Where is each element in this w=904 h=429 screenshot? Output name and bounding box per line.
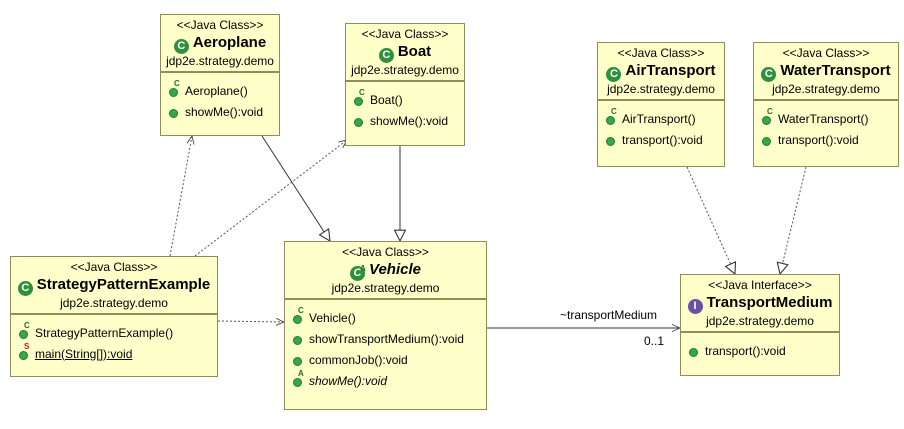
- package-name: jdp2e.strategy.demo: [706, 314, 814, 328]
- public-method-icon: [293, 354, 305, 366]
- operation-transport[interactable]: transport():void: [606, 129, 724, 150]
- package-name: jdp2e.strategy.demo: [351, 63, 459, 77]
- operation-transport[interactable]: transport():void: [762, 129, 898, 150]
- public-method-icon: [293, 333, 305, 345]
- package-name: jdp2e.strategy.demo: [772, 82, 880, 96]
- stereotype: <<Java Class>>: [70, 260, 158, 274]
- static-method-icon: S: [19, 342, 31, 360]
- class-icon: C: [761, 67, 777, 82]
- stereotype: <<Java Class>>: [782, 46, 870, 60]
- class-icon: C: [606, 67, 622, 82]
- operations-list: transport():void: [681, 336, 839, 363]
- constructor-icon: C: [293, 306, 305, 324]
- stereotype: <<Java Interface>>: [708, 278, 812, 292]
- constructor-icon: C: [19, 321, 31, 339]
- constructor-icon: C: [354, 88, 366, 106]
- realization-airtransport: [686, 166, 735, 274]
- abstract-method-icon: A: [293, 369, 305, 387]
- stereotype: <<Java Class>>: [617, 46, 705, 60]
- operation-showme[interactable]: showMe():void: [354, 110, 464, 131]
- class-icon: C: [17, 281, 33, 296]
- stereotype: <<Java Class>>: [342, 245, 429, 259]
- class-icon: C: [173, 39, 189, 54]
- constructor-icon: C: [762, 107, 774, 125]
- interface-icon: I: [687, 299, 703, 314]
- attributes-divider: [285, 299, 486, 303]
- attributes-divider: [346, 81, 464, 85]
- attributes-divider: [11, 314, 217, 318]
- stereotype: <<Java Class>>: [176, 18, 264, 32]
- public-method-icon: [169, 106, 181, 118]
- operation-showtransportmedium[interactable]: showTransportMedium():void: [293, 328, 486, 349]
- operation-transport[interactable]: transport():void: [689, 340, 839, 361]
- attributes-divider: [754, 100, 898, 104]
- package-name: jdp2e.strategy.demo: [607, 82, 715, 96]
- public-method-icon: [354, 115, 366, 127]
- constructor-icon: C: [606, 107, 618, 125]
- operation-commonjob[interactable]: commonJob():void: [293, 349, 486, 370]
- package-name: jdp2e.strategy.demo: [166, 54, 274, 68]
- operation-showme[interactable]: showMe():void: [169, 101, 279, 122]
- generalization-aeroplane-vehicle: [261, 135, 330, 241]
- attributes-divider: [681, 332, 839, 336]
- public-method-icon: [689, 345, 701, 357]
- attributes-divider: [161, 72, 279, 76]
- package-name: jdp2e.strategy.demo: [331, 281, 440, 295]
- public-method-icon: [762, 134, 774, 146]
- class-icon: C: [378, 48, 394, 63]
- association-multiplicity-label: 0..1: [644, 334, 665, 348]
- association-role-label: ~transportMedium: [560, 308, 658, 322]
- realization-watertransport: [780, 166, 807, 274]
- constructor-icon: C: [169, 79, 181, 97]
- attributes-divider: [598, 100, 724, 104]
- dependency-aeroplane: [169, 136, 192, 257]
- dependency-vehicle: [217, 321, 284, 322]
- dependency-boat: [194, 140, 347, 257]
- stereotype: <<Java Class>>: [361, 27, 449, 41]
- public-method-icon: [606, 134, 618, 146]
- package-name: jdp2e.strategy.demo: [60, 296, 168, 310]
